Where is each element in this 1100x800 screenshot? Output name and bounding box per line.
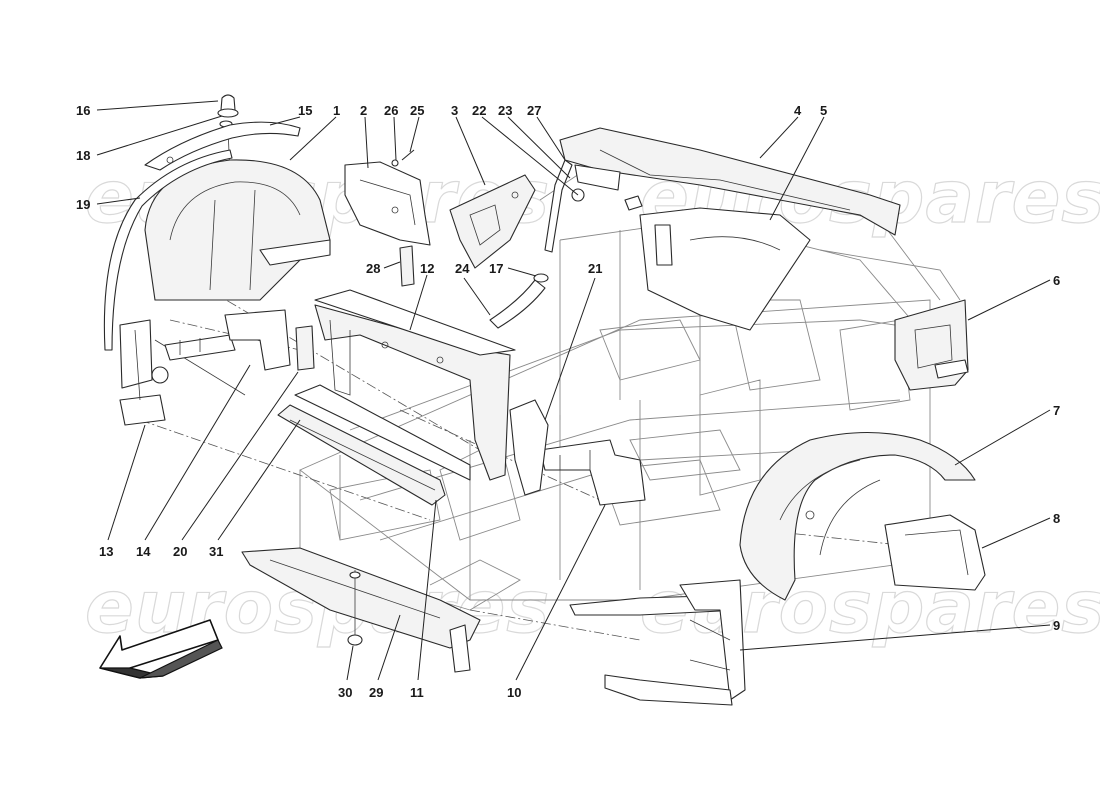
- callout-22: 22: [472, 103, 486, 118]
- screw-part-25: [391, 149, 415, 167]
- panel-part-2: [344, 161, 431, 246]
- callout-24: 24: [455, 261, 470, 276]
- callout-21: 21: [588, 261, 602, 276]
- splash-panel-part-8: [884, 514, 986, 591]
- callout-12: 12: [420, 261, 434, 276]
- hose-part-24: [489, 273, 549, 329]
- bracket-part-14: [164, 334, 236, 361]
- callout-1: 1: [333, 103, 340, 118]
- callout-14: 14: [136, 544, 151, 559]
- callout-18: 18: [76, 148, 90, 163]
- callout-29: 29: [369, 685, 383, 700]
- leader-lines: [96, 100, 1051, 681]
- callout-30: 30: [338, 685, 352, 700]
- wheel-arch-part-7: [739, 432, 976, 601]
- plate-part-3: [449, 174, 536, 269]
- firewall-part-5: [639, 207, 811, 331]
- callout-8: 8: [1053, 511, 1060, 526]
- callout-3: 3: [451, 103, 458, 118]
- callout-31: 31: [209, 544, 223, 559]
- callout-5: 5: [820, 103, 827, 118]
- callout-16: 16: [76, 103, 90, 118]
- grommet-part-30: [347, 570, 363, 646]
- callout-23: 23: [498, 103, 512, 118]
- callout-15: 15: [298, 103, 312, 118]
- clip-part-27: [624, 195, 643, 211]
- cowl-part-4: [559, 127, 901, 236]
- callout-17: 17: [489, 261, 503, 276]
- watermark-group: eurospares eurospares eurospares eurospa…: [84, 154, 1100, 649]
- bracket-part-21: [509, 399, 549, 496]
- crossmember-part-10: [539, 439, 646, 506]
- rubber-block-part-28: [399, 245, 415, 287]
- callout-25: 25: [410, 103, 424, 118]
- callout-4: 4: [794, 103, 802, 118]
- callout-26: 26: [384, 103, 398, 118]
- mount-part-20: [224, 309, 291, 371]
- callout-2: 2: [360, 103, 367, 118]
- callout-6: 6: [1053, 273, 1060, 288]
- bracket-part-13: [119, 319, 246, 426]
- callout-19: 19: [76, 197, 90, 212]
- lower-frame-part-9: [569, 579, 746, 706]
- callout-labels: 16 18 19 15 1 2 26 25 3 22 23 27 4 5 28 …: [76, 103, 1060, 700]
- direction-arrow-icon: [99, 619, 223, 679]
- seal-part-19: [103, 149, 233, 351]
- bar-part-20b: [294, 384, 471, 481]
- callout-27: 27: [527, 103, 541, 118]
- rubber-block-part-12: [295, 325, 315, 371]
- callout-13: 13: [99, 544, 113, 559]
- callout-28: 28: [366, 261, 380, 276]
- callout-20: 20: [173, 544, 187, 559]
- bracket-part-15: [144, 121, 301, 171]
- crossbeam-part-11: [314, 289, 516, 481]
- bracket-part-6: [894, 299, 969, 391]
- callout-10: 10: [507, 685, 521, 700]
- callout-11: 11: [410, 685, 424, 700]
- wheel-arch-part-1: [144, 159, 331, 301]
- callout-7: 7: [1053, 403, 1060, 418]
- callout-9: 9: [1053, 618, 1060, 633]
- bar-part-31: [277, 404, 446, 506]
